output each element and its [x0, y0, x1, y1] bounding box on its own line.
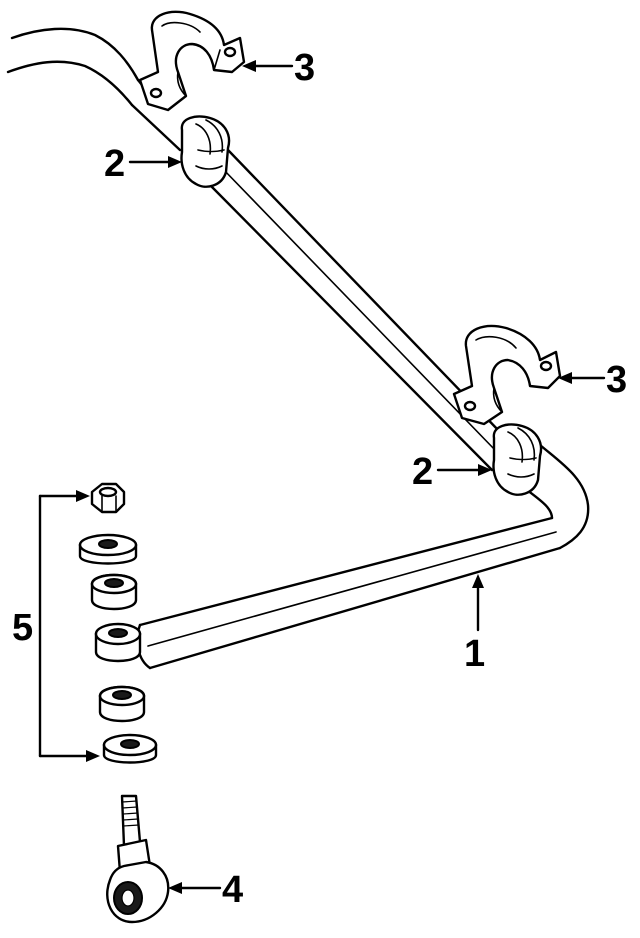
- end-link: [106, 794, 170, 924]
- clamp-upper: [138, 10, 246, 112]
- callout-3-upper: 3: [294, 47, 315, 89]
- link-kit-parts: [78, 482, 158, 764]
- grommet-bar-end: [94, 622, 142, 663]
- grommet-lower: [98, 685, 146, 723]
- leader-lines: [38, 60, 606, 894]
- bushing-upper: [180, 115, 231, 188]
- clamp-lower: [452, 324, 562, 426]
- bushing-lower: [492, 423, 543, 496]
- callout-2-lower: 2: [412, 451, 433, 493]
- callout-4: 4: [222, 869, 243, 911]
- washer-lower: [102, 733, 158, 764]
- callout-5: 5: [12, 607, 33, 649]
- nut: [90, 482, 126, 514]
- grommet-upper: [90, 573, 138, 611]
- callout-3-lower: 3: [606, 359, 627, 401]
- callout-2-upper: 2: [104, 143, 125, 185]
- washer-upper: [78, 533, 138, 565]
- callout-1: 1: [464, 633, 485, 675]
